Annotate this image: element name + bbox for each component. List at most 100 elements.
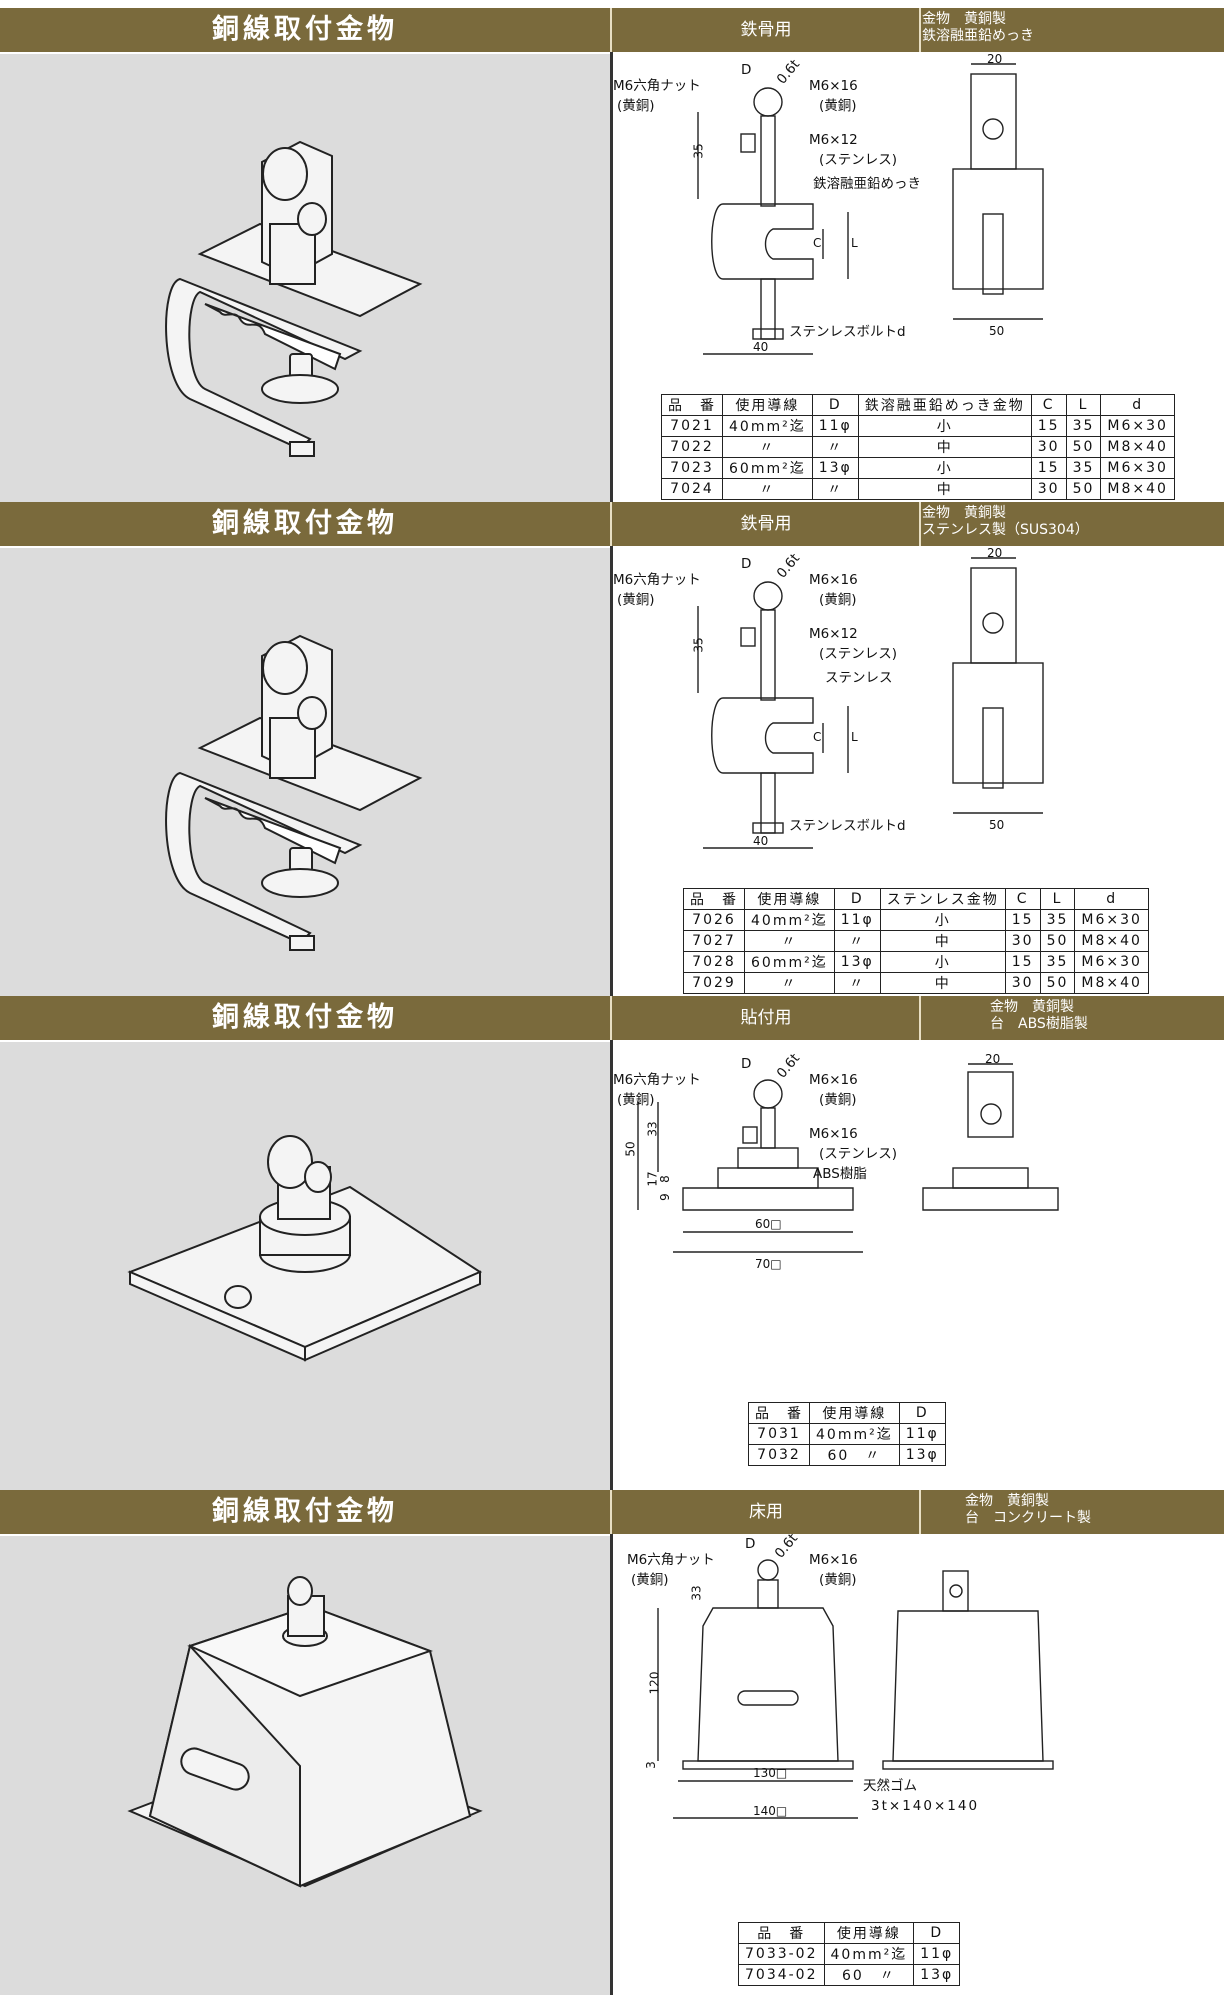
base-mount-illustration — [127, 1135, 483, 1362]
dim-l: L — [851, 236, 858, 250]
table-header: D — [833, 888, 881, 910]
table-cell: 40mm²迄 — [722, 415, 813, 437]
dim-height: 35 — [691, 637, 706, 653]
section-header: 銅線取付金物 貼付用 金物 黄銅製 台 ABS樹脂製 — [0, 996, 1224, 1040]
material-line-1: 金物 黄銅製 — [965, 1493, 1049, 1509]
section-adhesive: 銅線取付金物 貼付用 金物 黄銅製 台 ABS樹脂製 — [0, 996, 1224, 1490]
callout-nut: M6六角ナット — [627, 1552, 715, 1568]
table-header: d — [1074, 888, 1149, 910]
clamp-illustration — [165, 140, 423, 457]
table-header-row: 品 番 使用導線 D — [748, 1402, 946, 1424]
table-cell: 30 — [1004, 930, 1041, 952]
table-cell: 35 — [1065, 457, 1102, 479]
section-title: 銅線取付金物 — [212, 1496, 398, 1527]
material-line-1: 金物 黄銅製 — [990, 999, 1074, 1015]
table-cell: 中 — [857, 478, 1032, 500]
callout-d: D — [745, 1536, 756, 1552]
table-cell: M8×40 — [1074, 972, 1149, 994]
technical-drawing: M6六角ナット (黄銅) D 0.6t M6×16 (黄銅) M6×16 (ステ… — [613, 1042, 1224, 1490]
table-header: 使用導線 — [722, 394, 813, 416]
callout-rubber: 天然ゴム — [863, 1778, 917, 1794]
table-header: d — [1100, 394, 1175, 416]
table-cell: 7028 — [683, 951, 745, 973]
table-cell: 〃 — [833, 930, 881, 952]
section-header: 銅線取付金物 鉄骨用 金物 黄銅製 鉄溶融亜鉛めっき — [0, 8, 1224, 52]
table-header-row: 品 番 使用導線 D ステンレス金物 C L d — [683, 888, 1149, 910]
callout-nut-material: (黄銅) — [631, 1572, 669, 1588]
table-header: 使用導線 — [744, 888, 835, 910]
table-cell: 中 — [879, 972, 1006, 994]
table-cell: 7029 — [683, 972, 745, 994]
table-cell: 7026 — [683, 909, 745, 931]
dim-height-120: 120 — [647, 1671, 662, 1695]
table-cell: 11φ — [898, 1423, 946, 1445]
table-header: 使用導線 — [809, 1402, 900, 1424]
table-cell: 〃 — [744, 930, 835, 952]
table-cell: M6×30 — [1074, 951, 1149, 973]
table-cell: 50 — [1065, 436, 1102, 458]
table-cell: 中 — [879, 930, 1006, 952]
table-cell: M8×40 — [1074, 930, 1149, 952]
table-cell: 60mm²迄 — [722, 457, 813, 479]
table-header: 品 番 — [738, 1922, 825, 1944]
table-cell: 11φ — [811, 415, 859, 437]
concrete-base-illustration — [127, 1576, 483, 1888]
section-title: 銅線取付金物 — [212, 14, 398, 45]
table-cell: 30 — [1030, 436, 1067, 458]
table-cell: 7027 — [683, 930, 745, 952]
table-cell: 7034-02 — [738, 1964, 825, 1986]
table-cell: 40mm²迄 — [809, 1423, 900, 1445]
callout-bolt-1: M6×16 — [809, 1072, 858, 1088]
callout-finish: ABS樹脂 — [813, 1166, 867, 1182]
dim-side-width: 20 — [987, 52, 1003, 66]
table-header: ステンレス金物 — [879, 888, 1006, 910]
table-cell: 30 — [1004, 972, 1041, 994]
section-steel-stainless: 銅線取付金物 鉄骨用 金物 黄銅製 ステンレス製（SUS304） — [0, 502, 1224, 996]
front-side-views — [657, 1559, 1054, 1819]
table-cell: 7024 — [661, 478, 723, 500]
table-header: 品 番 — [661, 394, 723, 416]
table-cell: 〃 — [722, 436, 813, 458]
table-cell: 13φ — [811, 457, 859, 479]
dim-side-width: 20 — [985, 1052, 1001, 1066]
callout-nut-material: (黄銅) — [617, 1092, 655, 1108]
table-cell: 小 — [857, 457, 1032, 479]
table-cell: M8×40 — [1100, 436, 1175, 458]
material-label: 金物 黄銅製 鉄溶融亜鉛めっき — [922, 11, 1222, 45]
callout-bolt-3: ステンレスボルトd — [789, 818, 906, 834]
callout-bolt-1-material: (黄銅) — [819, 98, 857, 114]
table-cell: 30 — [1030, 478, 1067, 500]
table-cell: 60 〃 — [809, 1444, 900, 1466]
table-cell: M8×40 — [1100, 478, 1175, 500]
dim-height-8: 8 — [657, 1175, 672, 1183]
table-cell: 60mm²迄 — [744, 951, 835, 973]
table-cell: 13φ — [913, 1964, 961, 1986]
callout-nut-material: (黄銅) — [617, 592, 655, 608]
material-line-2: ステンレス製（SUS304） — [922, 522, 1089, 538]
table-header: C — [1030, 394, 1067, 416]
usage-label: 鉄骨用 — [740, 514, 792, 534]
dim-height-33: 33 — [645, 1121, 660, 1137]
table-cell: 50 — [1039, 972, 1076, 994]
technical-drawing: M6六角ナット (黄銅) D 0.6t M6×16 (黄銅) 天然ゴム 3t×1… — [613, 1531, 1224, 1995]
table-header: C — [1004, 888, 1041, 910]
table-cell: 13φ — [898, 1444, 946, 1466]
callout-nut: M6六角ナット — [613, 1072, 701, 1088]
table-cell: 50 — [1039, 930, 1076, 952]
table-header-row: 品 番 使用導線 D — [738, 1922, 961, 1944]
dim-height-50: 50 — [623, 1141, 638, 1157]
material-line-1: 金物 黄銅製 — [922, 11, 1006, 27]
callout-bolt-1: M6×16 — [809, 1552, 858, 1568]
usage-label: 鉄骨用 — [740, 20, 792, 40]
table-cell: 35 — [1065, 415, 1102, 437]
table-cell: 〃 — [811, 478, 859, 500]
dim-side-base: 50 — [989, 324, 1005, 338]
callout-bolt-3: ステンレスボルトd — [789, 324, 906, 340]
table-header: 品 番 — [683, 888, 745, 910]
callout-finish: ステンレス — [825, 670, 893, 686]
product-illustration — [0, 54, 610, 502]
callout-nut-material: (黄銅) — [617, 98, 655, 114]
